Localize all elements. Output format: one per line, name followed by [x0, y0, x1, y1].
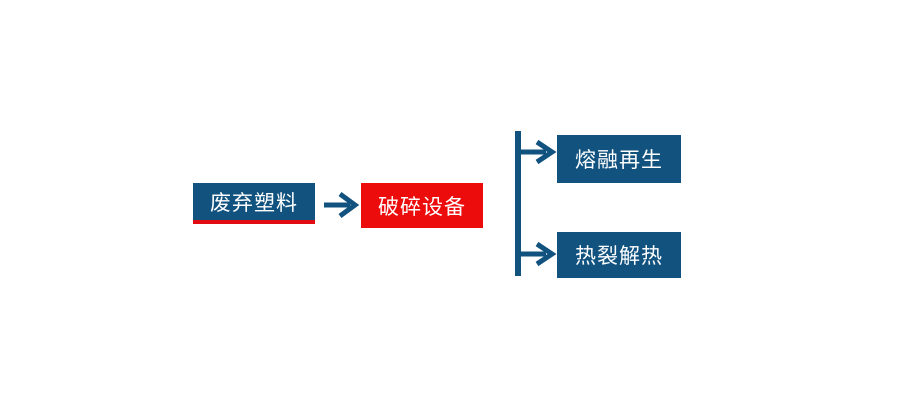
- node-output-top-label: 熔融再生: [575, 148, 663, 172]
- node-output-melt-regeneration[interactable]: 熔融再生: [557, 135, 681, 183]
- connector-branch-split: [510, 126, 562, 284]
- node-process-label: 破碎设备: [378, 194, 466, 219]
- node-source-waste-plastic[interactable]: 废弃塑料: [193, 183, 315, 224]
- node-process-crusher[interactable]: 破碎设备: [361, 183, 483, 228]
- node-output-bottom-label: 热裂解热: [575, 244, 663, 268]
- branch-bus-arrows-icon: [515, 131, 557, 276]
- node-source-label: 废弃塑料: [210, 190, 298, 215]
- connector-main-arrow: [322, 190, 362, 220]
- node-output-pyrolysis-heat[interactable]: 热裂解热: [557, 232, 681, 278]
- arrow-right-icon: [324, 191, 360, 219]
